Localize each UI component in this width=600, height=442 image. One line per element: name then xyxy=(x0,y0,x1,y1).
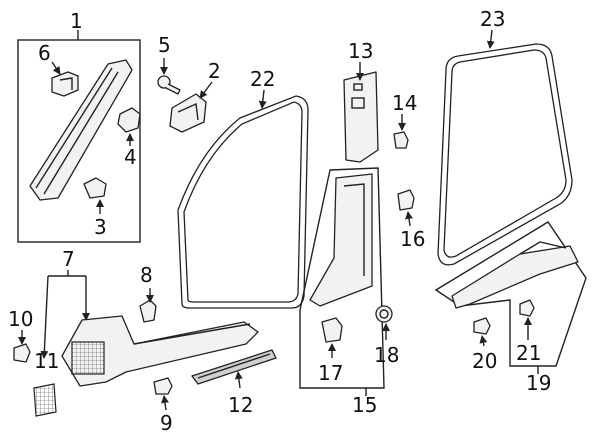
part-18-fastener xyxy=(375,305,393,323)
callout-16: 16 xyxy=(400,227,425,251)
group-15-b-pillar-box xyxy=(299,167,385,396)
part-20-clip xyxy=(473,317,491,335)
callout-12: 12 xyxy=(228,393,253,417)
part-rear-scuff-plate xyxy=(451,241,579,309)
callout-17: 17 xyxy=(318,361,343,385)
part-12-sill-plate xyxy=(191,349,277,385)
part-4-clip xyxy=(117,107,141,133)
part-13-upper-b-pillar xyxy=(343,71,379,163)
part-23-rear-door-seal xyxy=(437,43,573,266)
callout-18: 18 xyxy=(374,343,399,367)
part-lower-b-pillar-trim xyxy=(309,173,373,307)
part-17-clip xyxy=(321,317,343,343)
callout-3: 3 xyxy=(94,215,107,239)
callout-6: 6 xyxy=(38,41,51,65)
part-9-clip xyxy=(153,377,173,395)
part-6-clip xyxy=(51,71,79,97)
group-7-leader xyxy=(40,270,90,359)
callout-22: 22 xyxy=(250,67,275,91)
callout-8: 8 xyxy=(140,263,153,287)
part-21-clip xyxy=(519,299,535,317)
part-11-pad xyxy=(33,383,57,417)
callout-2: 2 xyxy=(208,59,221,83)
part-2-bracket xyxy=(169,93,207,133)
part-a-pillar-trim xyxy=(29,59,133,201)
callout-21: 21 xyxy=(516,341,541,365)
callout-9: 9 xyxy=(160,411,173,435)
group-1-a-pillar-box xyxy=(17,30,141,243)
callout-19: 19 xyxy=(526,371,551,395)
part-8-clip xyxy=(139,299,157,323)
part-3-clip xyxy=(83,177,107,199)
callout-23: 23 xyxy=(480,7,505,31)
callout-5: 5 xyxy=(158,33,171,57)
callout-11: 11 xyxy=(34,349,59,373)
part-22-front-door-seal xyxy=(177,95,309,309)
callout-7: 7 xyxy=(62,247,75,271)
part-front-scuff-kick-panel xyxy=(61,315,259,387)
part-14-clip xyxy=(393,131,409,149)
part-5-screw xyxy=(157,75,181,95)
callout-1: 1 xyxy=(70,9,83,33)
callout-20: 20 xyxy=(472,349,497,373)
callout-15: 15 xyxy=(352,393,377,417)
part-10-clip xyxy=(13,343,31,363)
callout-13: 13 xyxy=(348,39,373,63)
part-16-clip xyxy=(397,189,415,211)
callout-4: 4 xyxy=(124,145,137,169)
callout-10: 10 xyxy=(8,307,33,331)
callout-14: 14 xyxy=(392,91,417,115)
